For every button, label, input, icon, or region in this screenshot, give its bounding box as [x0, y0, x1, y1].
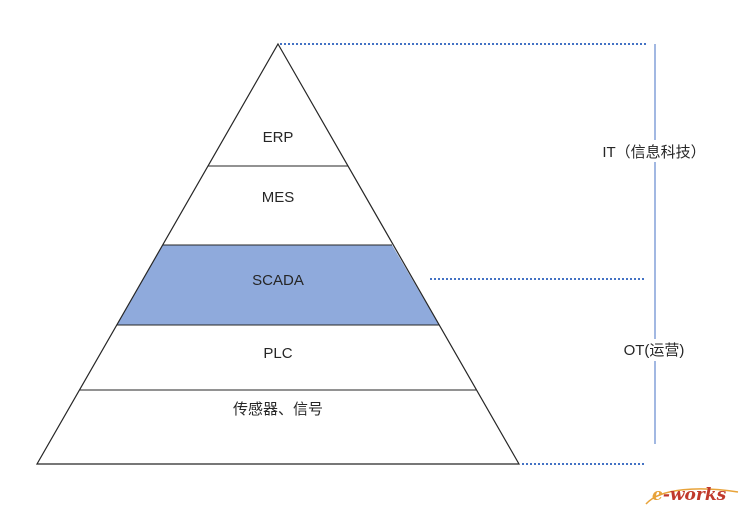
logo-text: e-works	[652, 485, 727, 505]
it-label-bg	[595, 140, 713, 162]
logo-swoosh	[645, 488, 739, 505]
level-label-mes: MES	[262, 189, 295, 206]
level-label-plc: PLC	[263, 345, 292, 362]
level-label-sensor: 传感器、信号	[233, 401, 323, 418]
pyramid-outline	[35, 42, 521, 465]
scada-band-fill	[117, 245, 439, 325]
level-label-erp: ERP	[263, 129, 294, 146]
ot-label: OT(运营)	[624, 342, 685, 359]
it-label: IT（信息科技）	[602, 144, 705, 161]
eworks-logo: e-works	[645, 485, 739, 505]
ot-label-bg	[604, 339, 704, 361]
level-label-scada: SCADA	[252, 272, 304, 289]
